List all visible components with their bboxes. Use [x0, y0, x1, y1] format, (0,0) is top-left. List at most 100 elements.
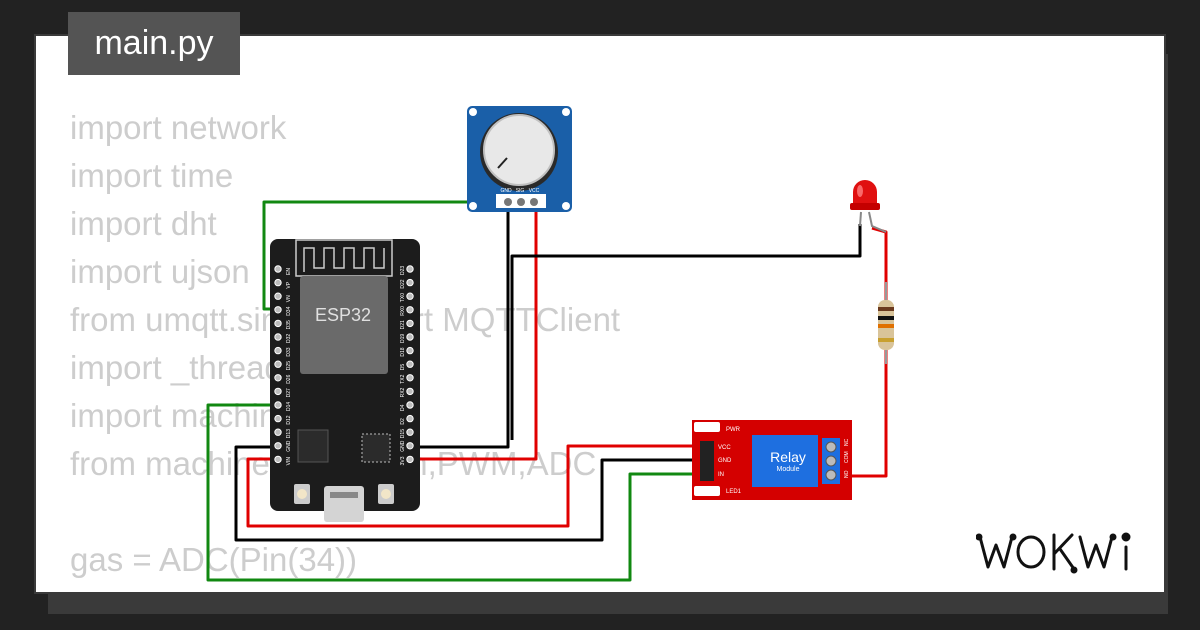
esp32-pin-label: D34 — [286, 306, 292, 315]
esp32-pin-label: 3V3 — [400, 456, 406, 465]
esp32-pin-hole[interactable] — [406, 292, 414, 300]
esp32-pin-hole[interactable] — [274, 265, 282, 273]
esp32-pin-label: D22 — [400, 279, 406, 288]
esp32-pin-label: D5 — [400, 364, 406, 371]
wire-led-black — [510, 224, 862, 440]
esp32-pin-label: VIN — [286, 457, 292, 466]
esp32-pin-label: D25 — [286, 361, 292, 370]
code-line: import network — [70, 109, 287, 146]
esp32-pin-label: D23 — [400, 266, 406, 275]
esp32-label: ESP32 — [315, 305, 371, 325]
esp32-pin-label: EN — [286, 268, 292, 275]
esp32-pin-hole[interactable] — [406, 319, 414, 328]
esp32-pin-hole[interactable] — [406, 278, 414, 287]
esp32-pin-hole[interactable] — [274, 455, 282, 464]
pot-pin-label: SIG — [516, 188, 525, 194]
esp32-pin-hole[interactable] — [274, 414, 282, 423]
esp32-pin-label: TX2 — [400, 374, 406, 383]
relay-label-vcc: VCC — [718, 445, 731, 451]
code-line: import _thread — [70, 349, 283, 386]
esp32-pin-hole[interactable] — [406, 387, 414, 396]
esp32-pin-hole[interactable] — [406, 428, 414, 436]
wire-relay-in-green — [206, 403, 700, 582]
esp32-pin-hole[interactable] — [274, 428, 282, 436]
pot-pin-label: GND — [500, 188, 512, 194]
pot-pin-label: VCC — [529, 188, 540, 194]
esp32-pin-label: GND — [286, 440, 292, 452]
esp32-pin-label: GND — [400, 440, 406, 452]
relay-label-gnd: GND — [718, 458, 732, 464]
esp32-pin-hole[interactable] — [406, 346, 414, 355]
esp32-pin-label: VN — [286, 295, 292, 302]
esp32-pin-label: D12 — [286, 415, 292, 424]
relay-label-nc: NC — [844, 438, 850, 446]
esp32-pin-hole[interactable] — [274, 333, 282, 341]
esp32-pin-hole[interactable] — [406, 414, 414, 423]
wire-relay-gnd-black — [234, 445, 700, 542]
esp32-pin-label: D13 — [286, 429, 292, 438]
esp32-pin-label: D27 — [286, 388, 292, 397]
wokwi-logo — [976, 532, 1131, 574]
esp32-pin-label: D19 — [400, 334, 406, 343]
esp32-right-pins: D23D22TX0RX0D21D19D18D5TX2RX2D4D2D15GND3… — [400, 265, 414, 465]
relay-module[interactable]: PWR VCC GND IN LED1 Relay Module NC COM … — [692, 420, 852, 500]
esp32-pin-hole[interactable] — [274, 387, 282, 396]
esp32-pin-label: D2 — [400, 418, 406, 425]
resistor[interactable] — [878, 282, 894, 364]
code-line: import ujson — [70, 253, 250, 290]
code-line: import time — [70, 157, 234, 194]
esp32-pin-hole[interactable] — [406, 360, 414, 368]
esp32-pin-hole[interactable] — [406, 333, 414, 341]
esp32-pin-label: D26 — [286, 374, 292, 383]
relay-label-in: IN — [718, 472, 724, 478]
esp32-pin-hole[interactable] — [274, 319, 282, 328]
esp32-pin-label: D33 — [286, 347, 292, 356]
esp32-board[interactable]: ESP32 ENVPVND34D35D32D33D25D26D27D14D12D… — [270, 239, 420, 522]
knob-icon[interactable] — [483, 114, 555, 186]
esp32-pin-label: D15 — [400, 429, 406, 438]
relay-subtitle: Module — [777, 466, 800, 473]
esp32-pin-hole[interactable] — [274, 306, 282, 314]
esp32-pin-label: D32 — [286, 334, 292, 343]
esp32-pin-label: D18 — [400, 347, 406, 356]
red-led[interactable] — [850, 180, 887, 233]
relay-title: Relay — [770, 449, 806, 465]
relay-label-pwr: PWR — [726, 427, 741, 433]
esp32-pin-label: D14 — [286, 402, 292, 411]
esp32-pin-label: RX0 — [400, 306, 406, 316]
potentiometer[interactable]: GND SIG VCC — [467, 106, 572, 212]
code-line: import dht — [70, 205, 217, 242]
relay-label-com: COM — [844, 451, 850, 463]
esp32-pin-hole[interactable] — [274, 401, 282, 409]
esp32-pin-hole[interactable] — [406, 306, 414, 314]
esp32-pin-label: D35 — [286, 320, 292, 329]
wires — [206, 200, 888, 582]
esp32-pin-hole[interactable] — [406, 401, 414, 409]
wire-pot-gnd-black — [410, 204, 510, 449]
wire-resistor-red — [836, 350, 888, 478]
esp32-pin-label: TX0 — [400, 293, 406, 302]
esp32-pin-hole[interactable] — [274, 278, 282, 287]
esp32-pin-label: VP — [286, 281, 292, 288]
esp32-pin-hole[interactable] — [274, 374, 282, 382]
relay-label-no: NO — [844, 470, 850, 478]
esp32-pin-hole[interactable] — [274, 360, 282, 368]
esp32-pin-hole[interactable] — [274, 346, 282, 355]
wire-relay-vcc-red — [246, 444, 700, 528]
esp32-pin-hole[interactable] — [274, 442, 282, 450]
esp32-pin-label: D21 — [400, 320, 406, 329]
wire-led-red — [871, 226, 888, 300]
esp32-pin-hole[interactable] — [406, 374, 414, 382]
esp32-pin-hole[interactable] — [406, 442, 414, 450]
wire-pot-vcc-red — [410, 204, 538, 461]
esp32-pin-hole[interactable] — [274, 292, 282, 300]
relay-label-led1: LED1 — [726, 489, 742, 495]
esp32-pin-hole[interactable] — [406, 455, 414, 464]
code-line: gas.atten(ADC.ATTN_11DB) — [70, 584, 620, 592]
esp32-pin-hole[interactable] — [406, 265, 414, 273]
file-tab[interactable]: main.py — [68, 12, 240, 75]
usb-port — [324, 486, 364, 522]
code-line: gas = ADC(Pin(34)) — [70, 541, 358, 578]
esp32-pin-label: D4 — [400, 404, 406, 411]
